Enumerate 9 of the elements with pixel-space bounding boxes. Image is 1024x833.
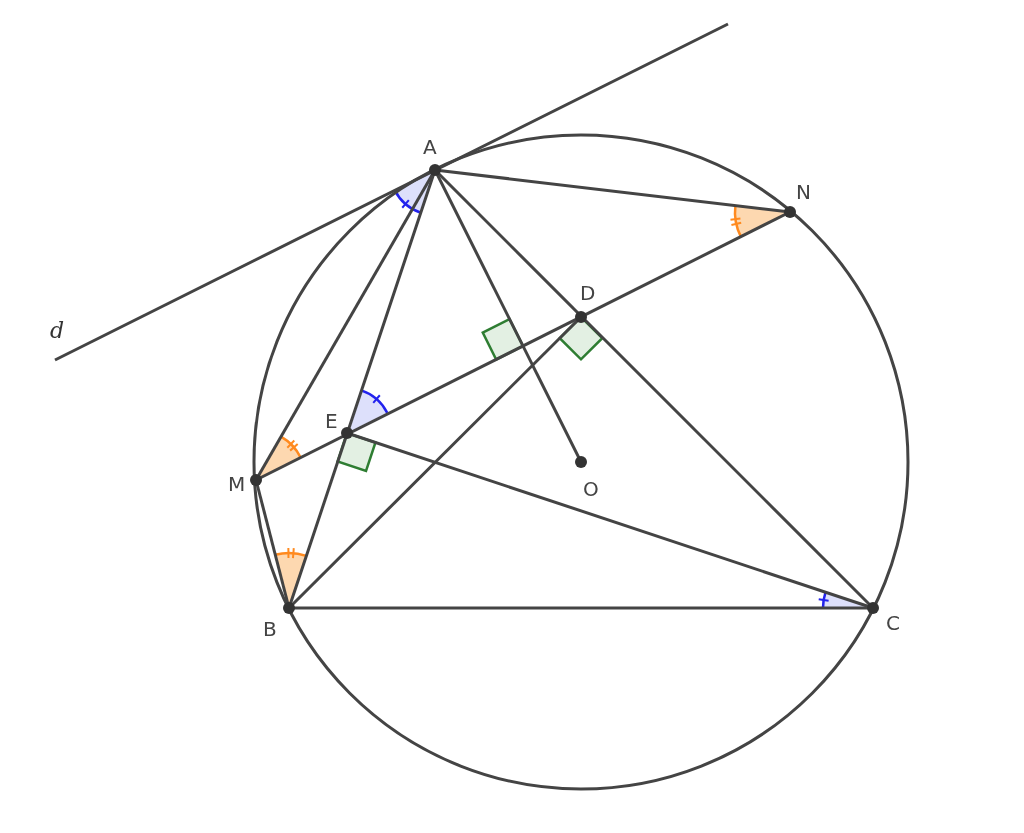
point-label: N [796, 180, 811, 204]
point-label: E [325, 409, 338, 433]
point-label: D [580, 281, 596, 305]
point-label: O [583, 477, 599, 501]
point-label: A [423, 135, 437, 159]
line-label: d [50, 318, 65, 343]
point-label: M [228, 472, 246, 496]
point-label: C [886, 611, 900, 635]
point-label: B [263, 617, 277, 641]
